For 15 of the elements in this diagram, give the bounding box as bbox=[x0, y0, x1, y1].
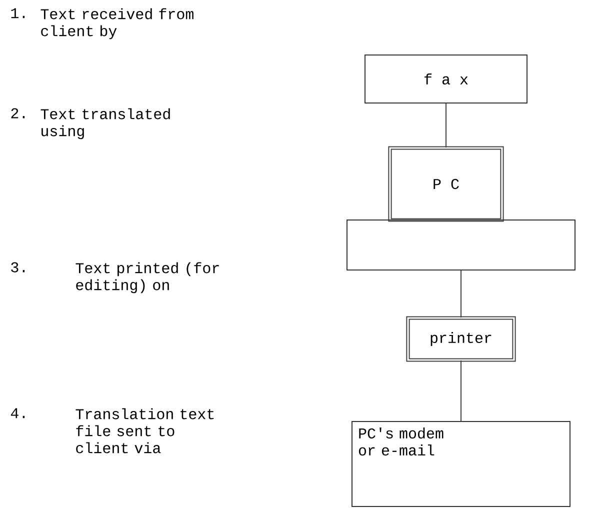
step-number: 1. bbox=[11, 8, 25, 18]
step-number: 3. bbox=[11, 262, 25, 272]
step-number: 2. bbox=[11, 108, 25, 118]
connector-line bbox=[460, 360, 462, 422]
step-text: Text translated using bbox=[40, 108, 170, 140]
step-text: Text received from client by bbox=[40, 8, 194, 40]
connector-line bbox=[460, 270, 462, 318]
process-box: P C bbox=[388, 146, 504, 222]
process-box: PC's modem or e-mail bbox=[352, 421, 570, 507]
empty-box bbox=[346, 220, 576, 270]
step-text: Translation text file sent to client via bbox=[76, 408, 214, 454]
process-box: printer bbox=[406, 316, 516, 362]
step-text: Text printed (for editing) on bbox=[76, 262, 219, 294]
process-box: f a x bbox=[364, 54, 528, 104]
step-number: 4. bbox=[10, 408, 25, 418]
